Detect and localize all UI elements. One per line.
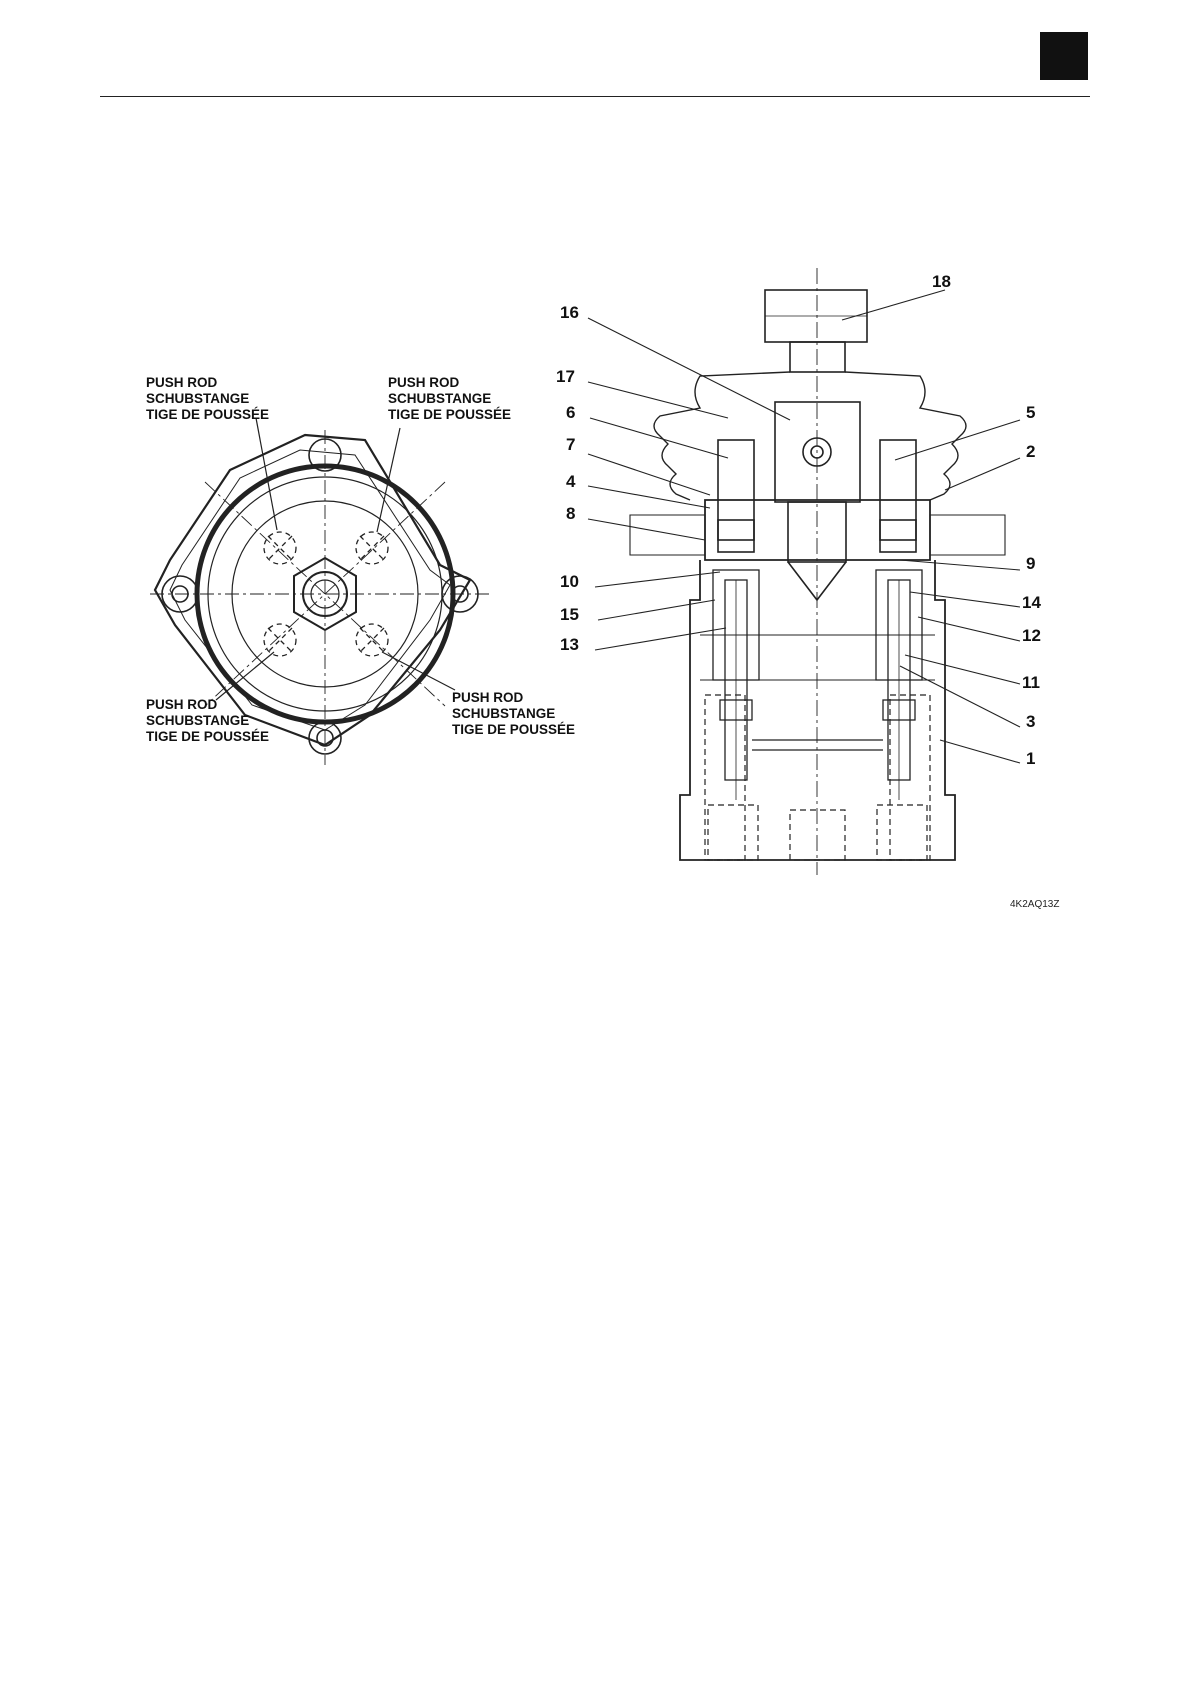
part-number-11: 11 <box>1022 674 1040 692</box>
part-number-1: 1 <box>1026 750 1035 768</box>
part-number-16: 16 <box>560 304 579 322</box>
part-number-5: 5 <box>1026 404 1035 422</box>
pushrod-label-top-left: PUSH ROD SCHUBSTANGE TIGE DE POUSSÉE <box>146 375 269 423</box>
section-housing <box>630 500 1005 860</box>
section-top-nut <box>765 290 867 372</box>
part-number-8: 8 <box>566 505 575 523</box>
part-number-10: 10 <box>560 573 579 591</box>
pushrod-label-bottom-left: PUSH ROD SCHUBSTANGE TIGE DE POUSSÉE <box>146 697 269 745</box>
pushrod-label-bottom-right: PUSH ROD SCHUBSTANGE TIGE DE POUSSÉE <box>452 690 575 738</box>
part-number-2: 2 <box>1026 443 1035 461</box>
part-number-7: 7 <box>566 436 575 454</box>
part-number-9: 9 <box>1026 555 1035 573</box>
section-leaders <box>588 290 1020 763</box>
part-number-4: 4 <box>566 473 575 491</box>
part-number-6: 6 <box>566 404 575 422</box>
pushrod-label-top-right: PUSH ROD SCHUBSTANGE TIGE DE POUSSÉE <box>388 375 511 423</box>
part-number-14: 14 <box>1022 594 1041 612</box>
section-joint <box>775 402 860 600</box>
part-number-17: 17 <box>556 368 575 386</box>
part-number-13: 13 <box>560 636 579 654</box>
section-spools <box>713 570 922 800</box>
figure-code: 4K2AQ13Z <box>1010 899 1059 910</box>
part-number-18: 18 <box>932 273 951 291</box>
section-boot-bellows <box>654 372 966 500</box>
part-number-15: 15 <box>560 606 579 624</box>
part-number-12: 12 <box>1022 627 1041 645</box>
part-number-3: 3 <box>1026 713 1035 731</box>
